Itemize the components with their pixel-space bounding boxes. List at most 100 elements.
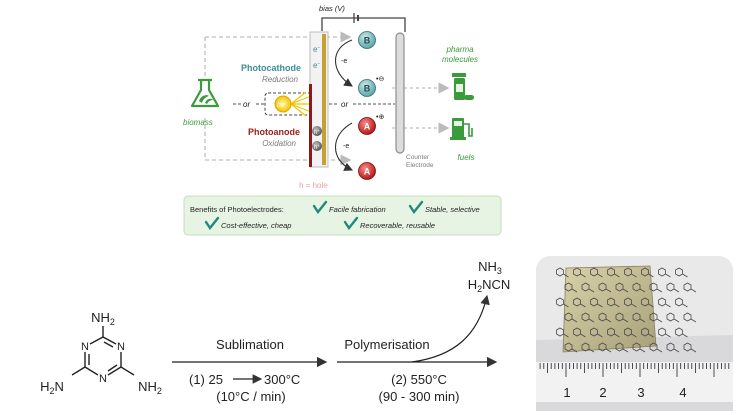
photoelectrochemical-scheme: bias (V) or or biomass h: [183, 4, 478, 190]
mesh-bond: [614, 303, 620, 308]
ruler-body: [536, 362, 733, 402]
mesh-ring: [598, 312, 607, 322]
mesh-ring: [556, 297, 564, 307]
mesh-bond: [631, 273, 637, 278]
photoanode-strip: [309, 84, 312, 167]
mesh-bond: [656, 348, 663, 353]
mesh-ring: [581, 342, 590, 352]
hole-legend: h = hole: [299, 181, 328, 190]
light-source-box: [264, 92, 319, 116]
mesh-bond: [605, 348, 612, 353]
hole-1-label: h+: [314, 128, 320, 136]
species-b-top: [358, 31, 376, 49]
ruler-number-1: 1: [563, 385, 570, 400]
mesh-ring: [675, 327, 683, 337]
sublimation-label: Sublimation: [216, 337, 284, 352]
mesh-ring: [649, 342, 658, 352]
mesh-ring: [607, 267, 615, 277]
biomass-flask-icon: [190, 78, 220, 108]
oxidation-arrow: [335, 122, 354, 171]
amine-right: NH2: [138, 379, 162, 396]
mesh-ring: [590, 327, 598, 337]
mesh-bond: [571, 348, 578, 353]
mesh-bond: [639, 318, 646, 323]
mesh-ring: [607, 327, 615, 337]
benefit-item-1: Facile fabrication: [329, 205, 386, 214]
mesh-ring: [683, 312, 692, 322]
byproduct-ammonia: NH3: [478, 259, 502, 276]
mesh-bond: [588, 318, 595, 323]
check-icon-1: [312, 200, 328, 215]
mesh-bond: [673, 318, 680, 323]
check-icon-2: [408, 200, 424, 215]
species-a-radical-label: A: [364, 122, 371, 132]
check-icon-4: [343, 216, 359, 231]
mesh-ring: [564, 342, 573, 352]
mesh-bond: [631, 333, 637, 338]
mesh-bond: [690, 288, 697, 293]
ring-n-left: N: [81, 341, 89, 353]
mesh-ring: [666, 312, 675, 322]
ring-n-bottom: N: [99, 373, 107, 385]
pill-bottle-icon: [452, 73, 474, 100]
mesh-bond: [682, 333, 688, 338]
hole-2: [312, 141, 322, 151]
minus-e-bottom: -e: [343, 143, 349, 150]
mesh-ring: [598, 282, 607, 292]
fuel-pump-icon: [450, 118, 473, 140]
mesh-ring: [649, 312, 658, 322]
mesh-ring: [598, 342, 607, 352]
mesh-ring: [658, 267, 666, 277]
mesh-bond: [597, 333, 603, 338]
sample-film: [562, 265, 657, 353]
species-b-radical: [358, 79, 376, 97]
mesh-bond: [673, 348, 680, 353]
species-a-radical: [358, 117, 376, 135]
mesh-bond: [656, 288, 663, 293]
mesh-ring: [590, 267, 598, 277]
mesh-ring: [573, 267, 581, 277]
mesh-ring: [683, 342, 692, 352]
mesh-ring: [675, 267, 683, 277]
photoanode-title: Photoanode: [248, 127, 300, 137]
mesh-ring: [564, 312, 573, 322]
benefit-item-2: Stable, selective: [425, 205, 480, 214]
photoelectrode-film: [322, 34, 326, 165]
mesh-ring: [641, 297, 649, 307]
counter-electrode-line2: Electrode: [406, 162, 434, 169]
sun-rays: [290, 91, 312, 117]
mesh-ring: [615, 282, 624, 292]
minus-e-top: -e: [341, 58, 347, 65]
step2-cond-a: (2) 550°C: [391, 372, 447, 387]
fuels-label: fuels: [458, 153, 475, 162]
electron-symbol-1: e−: [313, 45, 320, 54]
mesh-bond: [563, 303, 569, 308]
mesh-bond: [571, 288, 578, 293]
counter-electrode: [395, 32, 405, 154]
mesh-ring: [624, 267, 632, 277]
mesh-bond: [639, 348, 646, 353]
amine-top: NH2: [91, 310, 115, 327]
mesh-ring: [590, 297, 598, 307]
mesh-bond: [588, 288, 595, 293]
mesh-bond: [682, 273, 688, 278]
benefits-background: [183, 195, 502, 236]
species-a-bottom-label: A: [364, 167, 371, 177]
mesh-bond: [648, 333, 654, 338]
radical-cation-mark: •⊕: [376, 114, 384, 121]
biomass-label: biomass: [183, 118, 213, 127]
mesh-bond: [580, 303, 586, 308]
pharma-line1: pharma: [445, 45, 474, 54]
hole-2-label: h+: [314, 143, 320, 151]
species-b-top-label: B: [364, 36, 371, 46]
species-a-bottom: [358, 162, 376, 180]
mesh-ring: [615, 342, 624, 352]
mesh-bond: [622, 318, 629, 323]
mesh-bond: [580, 333, 586, 338]
flow-bottom-line: [204, 118, 352, 166]
mesh-ring: [556, 267, 564, 277]
ruler-number-4: 4: [679, 385, 686, 400]
hv-label: hv: [277, 102, 285, 109]
byproduct-arrow: [411, 294, 490, 363]
mesh-ring: [658, 297, 666, 307]
